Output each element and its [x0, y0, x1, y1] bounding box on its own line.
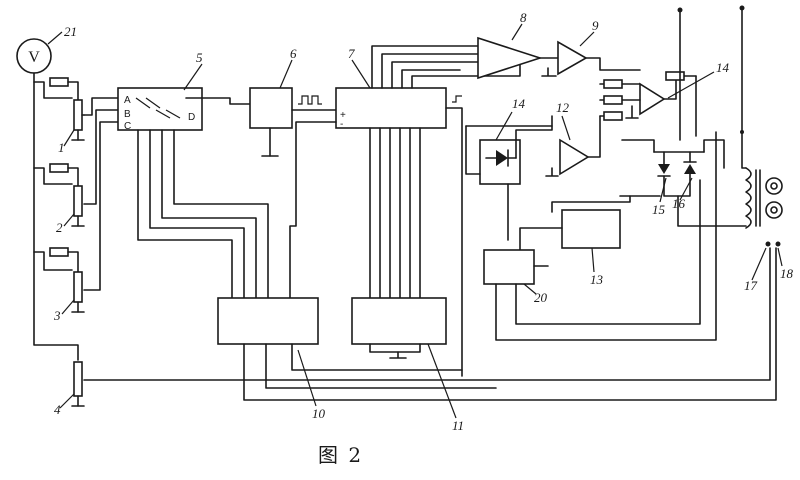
meter-symbol: V: [28, 49, 40, 66]
label-6: 6: [290, 46, 297, 61]
comparator-12: 12: [545, 100, 601, 177]
potentiometer-1: 1: [33, 77, 121, 155]
comparator-8: 8: [477, 10, 559, 80]
pulse-waveform-icon: [298, 95, 322, 105]
label-20: 20: [534, 290, 548, 305]
data-bus-7-11: [369, 127, 421, 299]
voltmeter-21: V 21: [16, 24, 77, 74]
block-13: 13: [519, 195, 631, 287]
label-2: 2: [56, 220, 63, 235]
block-7: + - 7: [335, 46, 463, 377]
figure-caption: 图 2: [318, 443, 363, 467]
label-7: 7: [348, 46, 355, 61]
label-10: 10: [312, 406, 326, 421]
block-11: 11: [351, 297, 464, 433]
label-14b: 14: [716, 60, 730, 75]
label-1: 1: [58, 140, 65, 155]
supply-terminals: [677, 5, 745, 141]
label-13: 13: [590, 272, 604, 287]
thyristor-pair-15-16: 15 16: [619, 139, 747, 227]
pin-c: C: [124, 121, 131, 132]
label-12: 12: [556, 100, 570, 115]
label-15: 15: [652, 202, 666, 217]
block-20: 20: [483, 131, 717, 341]
switch-block-5: A B C D 5: [117, 50, 251, 132]
pin-d: D: [188, 112, 195, 123]
label-11: 11: [452, 418, 464, 433]
label-3: 3: [53, 308, 61, 323]
label-5: 5: [196, 50, 203, 65]
label-18: 18: [780, 266, 794, 281]
amplifier-14-right: 14: [599, 60, 730, 137]
plus-sign-7: +: [340, 110, 346, 121]
detector-14: 14: [465, 96, 553, 241]
terminals-17-18: 17 18: [744, 241, 794, 293]
potentiometer-2: 2: [33, 109, 121, 235]
label-16: 16: [672, 196, 686, 211]
transformer-coil: [741, 131, 783, 229]
pin-b: B: [124, 109, 131, 120]
block-6: 6: [249, 46, 337, 157]
label-17: 17: [744, 278, 758, 293]
pin-a: A: [124, 95, 131, 106]
potentiometer-4: 4: [54, 247, 771, 417]
label-4: 4: [54, 402, 61, 417]
block-10: 10: [217, 247, 777, 421]
potentiometer-3: 3: [33, 121, 121, 323]
label-14a: 14: [512, 96, 526, 111]
pulse-waveform-icon: [452, 95, 462, 103]
left-bus-wire: [33, 72, 79, 361]
label-8: 8: [520, 10, 527, 25]
amplifier-9: 9: [541, 18, 641, 77]
minus-sign-7: -: [340, 119, 343, 130]
label-21: 21: [64, 24, 77, 39]
label-9: 9: [592, 18, 599, 33]
